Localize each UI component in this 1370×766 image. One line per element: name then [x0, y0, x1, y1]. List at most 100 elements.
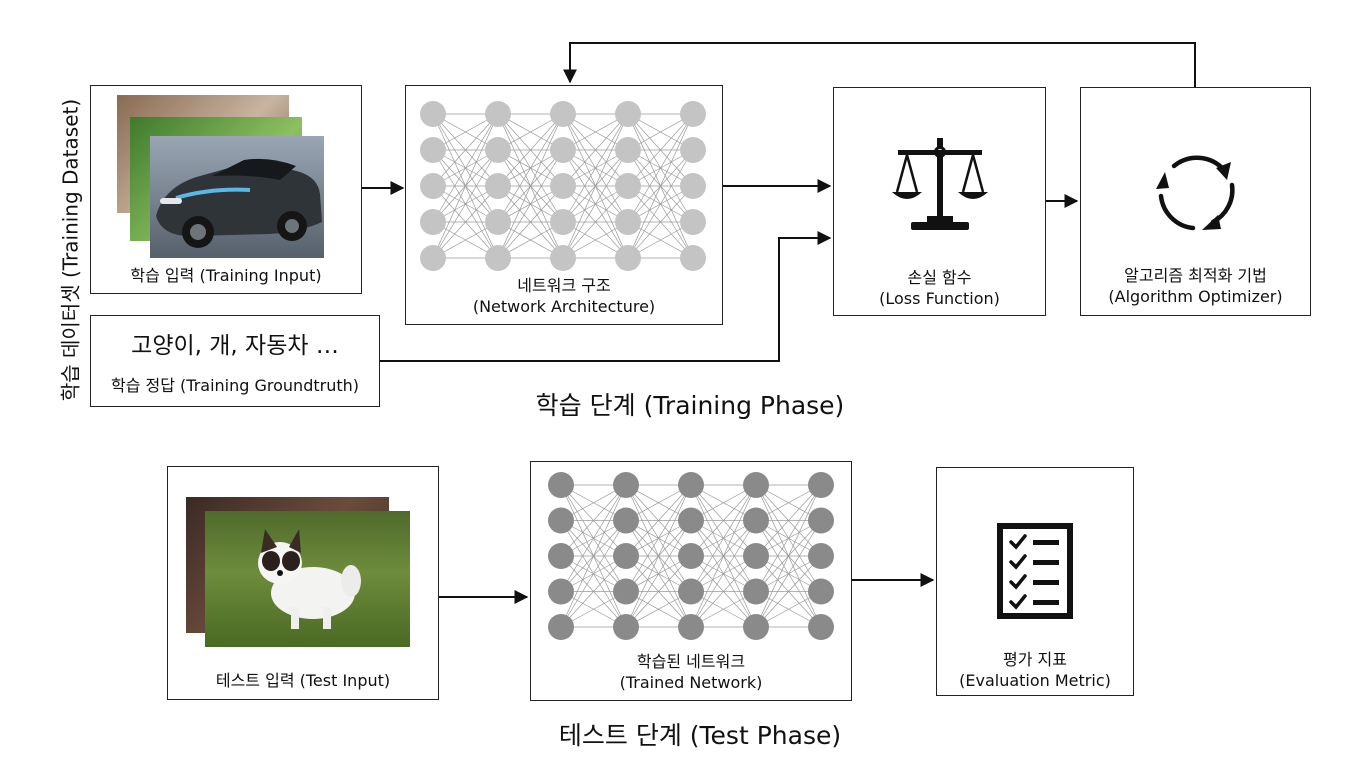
training-groundtruth-label: 학습 정답 (Training Groundtruth): [110, 376, 359, 395]
loss-function-label-en: (Loss Function): [879, 289, 1000, 308]
test-network-edge: [625, 484, 692, 557]
test-network-node: [548, 507, 574, 534]
training-network-node: [615, 101, 641, 127]
training-network-edge: [627, 113, 694, 259]
arrow-groundtruth-to-loss: [380, 231, 832, 362]
training-network-edge: [562, 113, 629, 223]
loss-function-box: 손실 함수 (Loss Function): [833, 87, 1046, 316]
test-network-node: [678, 507, 704, 534]
training-network-node: [420, 173, 446, 199]
test-network-edge: [690, 555, 757, 628]
training-network-edge: [432, 113, 499, 259]
training-network-node: [420, 137, 446, 163]
test-network-node: [548, 472, 574, 498]
training-network-node: [485, 137, 511, 163]
training-network-edge: [497, 113, 564, 187]
arrow-optimizer-feedback: [563, 42, 1196, 87]
training-network-node: [680, 137, 706, 163]
algorithm-optimizer-box: 알고리즘 최적화 기법 (Algorithm Optimizer): [1080, 87, 1311, 316]
balance-scale-icon: [892, 138, 988, 230]
training-network-node: [680, 209, 706, 235]
training-network-node: [485, 245, 511, 271]
training-network-node: [420, 245, 446, 271]
test-network-edge: [755, 484, 822, 592]
test-network-edge: [755, 555, 822, 628]
test-network-edge: [560, 484, 627, 592]
network-architecture-label-en: (Network Architecture): [472, 297, 656, 316]
training-network-node: [680, 101, 706, 127]
training-network-edge: [562, 113, 629, 259]
cycle-arrows-icon: [1156, 155, 1235, 231]
training-network-node: [485, 209, 511, 235]
training-network-node: [615, 245, 641, 271]
training-network-edge: [562, 113, 629, 187]
test-network-edge: [625, 555, 692, 628]
evaluation-metric-label-en: (Evaluation Metric): [959, 671, 1111, 690]
training-network-node: [615, 209, 641, 235]
test-input-box: 테스트 입력 (Test Input): [167, 466, 439, 700]
training-network-node: [680, 173, 706, 199]
test-network-node: [548, 578, 574, 605]
training-groundtruth-box: 고양이, 개, 자동차 … 학습 정답 (Training Groundtrut…: [90, 315, 380, 407]
algorithm-optimizer-label-en: (Algorithm Optimizer): [1108, 287, 1283, 306]
test-network-node: [808, 472, 834, 498]
test-phase-title: 테스트 단계 (Test Phase): [558, 721, 842, 750]
training-network-node: [550, 101, 576, 127]
groundtruth-classes: 고양이, 개, 자동차 …: [131, 333, 339, 359]
test-network-edge: [755, 484, 822, 628]
training-network-node: [550, 245, 576, 271]
training-network-graph: [420, 101, 706, 271]
training-network-edge: [627, 113, 694, 223]
training-network-edge: [432, 149, 499, 259]
test-network-edge: [690, 484, 757, 628]
test-network-node: [678, 578, 704, 605]
test-network-edge: [625, 520, 692, 628]
test-network-edge: [690, 484, 757, 592]
test-network-graph: [548, 472, 834, 640]
test-network-edge: [560, 484, 627, 557]
test-network-edge: [690, 520, 757, 628]
test-network-edge: [755, 520, 822, 628]
test-network-node: [808, 543, 834, 569]
training-network-edge: [432, 185, 499, 259]
test-network-node: [808, 614, 834, 640]
training-network-edge: [497, 113, 564, 223]
training-network-edge: [627, 113, 694, 187]
test-network-edge: [625, 484, 692, 628]
car-image-drawing: [156, 158, 322, 248]
test-network-node: [613, 543, 639, 569]
training-network-node: [485, 173, 511, 199]
training-network-edge: [627, 149, 694, 259]
network-architecture-label-ko: 네트워크 구조: [517, 276, 611, 295]
training-network-node: [550, 209, 576, 235]
test-network-edge: [755, 484, 822, 557]
evaluation-metric-box: 평가 지표 (Evaluation Metric): [936, 467, 1134, 696]
test-network-node: [743, 507, 769, 534]
test-network-node: [743, 614, 769, 640]
training-network-node: [420, 209, 446, 235]
test-network-node: [743, 472, 769, 498]
training-input-box: 학습 입력 (Training Input): [90, 85, 362, 294]
training-network-node: [550, 173, 576, 199]
test-network-edge: [690, 484, 757, 557]
training-network-node: [550, 137, 576, 163]
training-network-edge: [562, 149, 629, 259]
test-image-dog: [205, 511, 410, 647]
training-network-edge: [497, 185, 564, 259]
training-phase-title: 학습 단계 (Training Phase): [535, 391, 845, 420]
loss-function-label-ko: 손실 함수: [907, 268, 972, 287]
test-network-node: [613, 614, 639, 640]
training-input-label: 학습 입력 (Training Input): [130, 266, 322, 285]
test-network-edge: [625, 484, 692, 592]
trained-network-label-ko: 학습된 네트워크: [636, 652, 746, 671]
training-network-edge: [432, 113, 499, 223]
test-network-node: [678, 543, 704, 569]
dog-image-drawing: [258, 529, 361, 629]
training-network-node: [680, 245, 706, 271]
training-network-edge: [497, 149, 564, 259]
training-network-edge: [562, 185, 629, 259]
training-network-node: [615, 173, 641, 199]
training-network-edge: [432, 113, 499, 187]
